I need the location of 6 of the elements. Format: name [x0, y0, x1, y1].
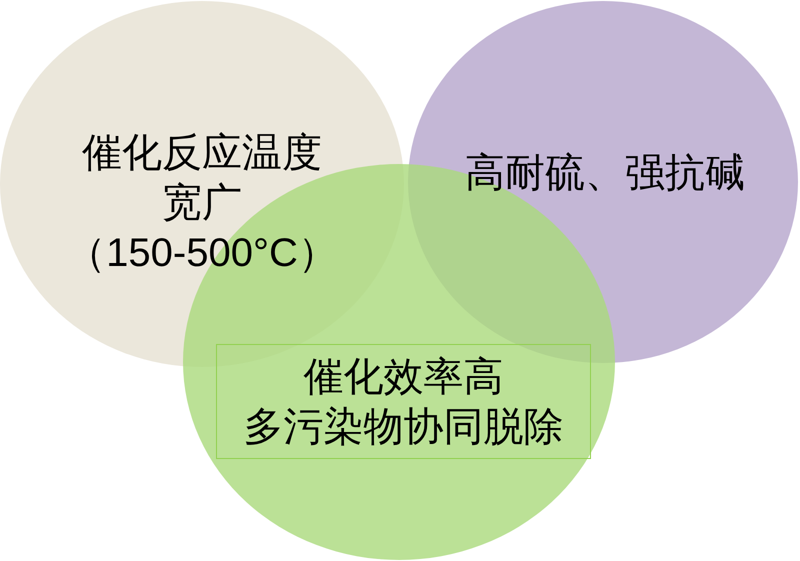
feature-text: 催化效率高 — [304, 354, 504, 400]
feature-text: 高耐硫、强抗碱 — [465, 150, 745, 197]
text-box — [216, 344, 591, 459]
feature-text: 多污染物协同脱除 — [244, 404, 564, 450]
feature-text: 催化反应温度宽广 — [81, 130, 323, 227]
feature-text: （150-500°C） — [66, 230, 338, 277]
